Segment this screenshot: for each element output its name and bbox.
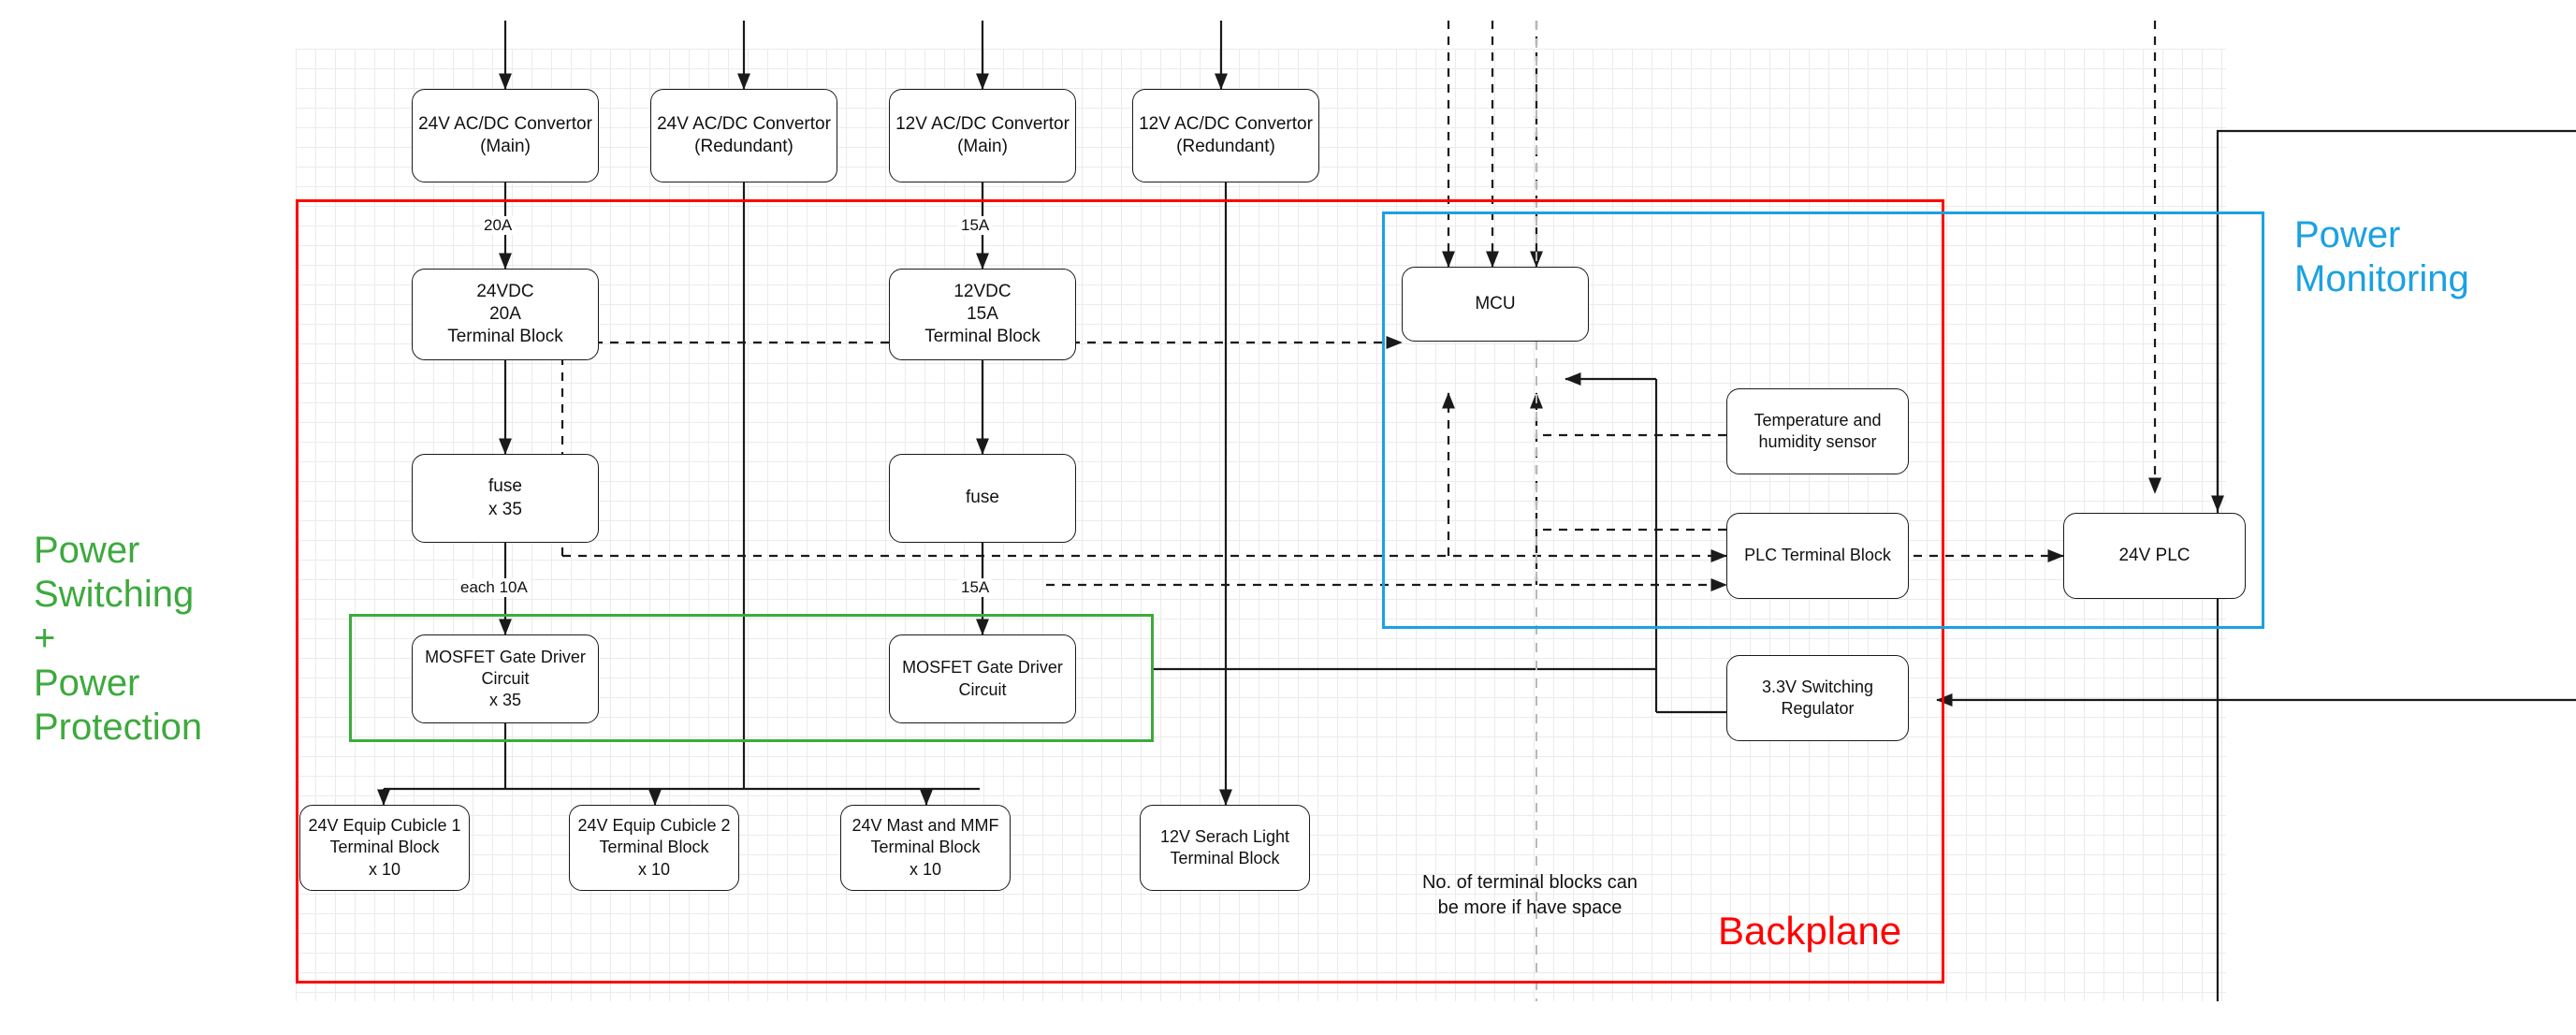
node-mosfet-gate-driver-24v[interactable]: MOSFET Gate Driver Circuit x 35 (412, 634, 599, 723)
node-24v-plc[interactable]: 24V PLC (2063, 513, 2246, 599)
node-mcu[interactable]: MCU (1402, 267, 1589, 342)
zone-label-backplane: Backplane (1718, 909, 1902, 953)
node-terminal-block-equip-cubicle-2[interactable]: 24V Equip Cubicle 2 Terminal Block x 10 (569, 805, 739, 891)
zone-power-switching (349, 614, 1154, 742)
node-converter-12v-redundant[interactable]: 12V AC/DC Convertor (Redundant) (1132, 89, 1319, 182)
zone-label-power-switching: Power Switching + Power Protection (34, 530, 203, 748)
zone-power-monitoring (1382, 211, 2264, 629)
node-fuse-12v[interactable]: fuse (889, 454, 1076, 543)
node-temperature-humidity-sensor[interactable]: Temperature and humidity sensor (1726, 388, 1909, 474)
node-converter-12v-main[interactable]: 12V AC/DC Convertor (Main) (889, 89, 1076, 182)
zone-label-power-monitoring: Power Monitoring (2294, 214, 2469, 300)
node-3v3-switching-regulator[interactable]: 3.3V Switching Regulator (1726, 655, 1909, 741)
node-converter-24v-main[interactable]: 24V AC/DC Convertor (Main) (412, 89, 599, 182)
node-fuse-24v[interactable]: fuse x 35 (412, 454, 599, 543)
zone-backplane (296, 199, 1944, 984)
node-plc-terminal-block[interactable]: PLC Terminal Block (1726, 513, 1909, 599)
node-terminal-block-equip-cubicle-1[interactable]: 24V Equip Cubicle 1 Terminal Block x 10 (299, 805, 470, 891)
node-terminal-block-search-light[interactable]: 12V Serach Light Terminal Block (1140, 805, 1310, 891)
edge-label-20a: 20A (481, 216, 516, 235)
edge-label-15a-mid: 15A (958, 578, 993, 597)
note-terminal-block-count: No. of terminal blocks can be more if ha… (1421, 872, 1638, 918)
node-terminal-block-12vdc[interactable]: 12VDC 15A Terminal Block (889, 269, 1076, 360)
edge-label-each-10a: each 10A (458, 578, 531, 597)
node-terminal-block-mast-mmf[interactable]: 24V Mast and MMF Terminal Block x 10 (840, 805, 1011, 891)
node-terminal-block-24vdc[interactable]: 24VDC 20A Terminal Block (412, 269, 599, 360)
node-converter-24v-redundant[interactable]: 24V AC/DC Convertor (Redundant) (650, 89, 837, 182)
node-mosfet-gate-driver-12v[interactable]: MOSFET Gate Driver Circuit (889, 634, 1076, 723)
edge-label-15a-top: 15A (958, 216, 993, 235)
